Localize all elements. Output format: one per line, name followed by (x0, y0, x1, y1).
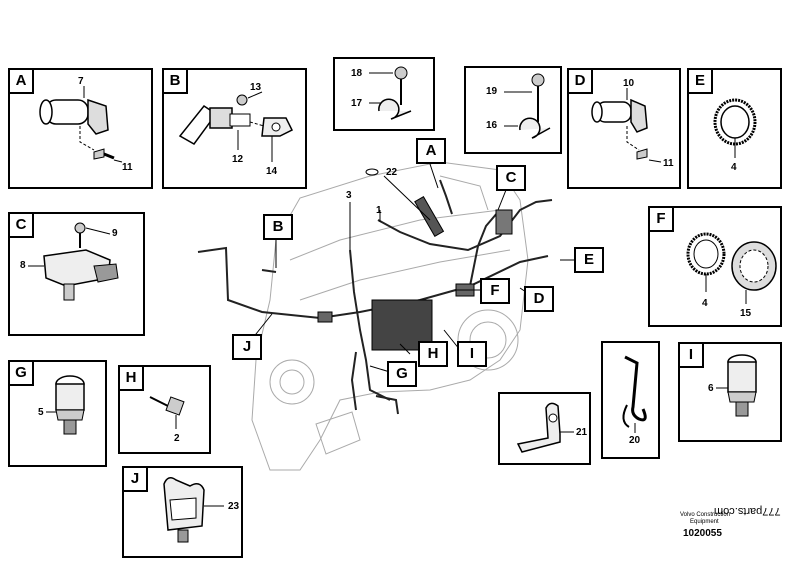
brand-line-1: Volvo Construction (680, 512, 731, 518)
clip-bolt-long-drawing (504, 73, 551, 139)
detail-panel-d: D 10 11 (567, 68, 681, 189)
detail-panel-e: E 4 (687, 68, 782, 189)
speed-sensor-drawing-d (591, 88, 662, 163)
engine-callout-f: F (480, 278, 510, 304)
part-number-11: 11 (122, 162, 133, 173)
part-number-18: 18 (351, 68, 363, 79)
clip-bolt-drawing (369, 66, 412, 120)
engine-callout-c: C (496, 165, 526, 191)
bracket-drawing (516, 402, 574, 453)
drawing-code: 1020055 (683, 528, 722, 539)
part-number-15: 15 (740, 308, 752, 319)
panel-letter-c: C (8, 212, 34, 238)
detail-panel-h: H 2 (118, 365, 211, 454)
panel-letter-d: D (567, 68, 593, 94)
engine-callout-j: J (232, 334, 262, 360)
part-number-16: 16 (486, 120, 498, 131)
speed-sensor-drawing (39, 86, 123, 163)
part-number-2: 2 (174, 433, 180, 444)
cable-tie-panel-20: 20 (601, 341, 660, 459)
part-number-13: 13 (250, 82, 262, 93)
part-number-8: 8 (20, 260, 26, 271)
bracket-panel-21: 21 (498, 392, 591, 465)
detail-panel-i: I 6 (678, 342, 782, 442)
panel-letter-f: F (648, 206, 674, 232)
part-number-23: 23 (228, 501, 240, 512)
detail-panel-f: F 4 15 (648, 206, 782, 327)
engine-callout-g: G (387, 361, 417, 387)
part-number-6: 6 (708, 383, 714, 394)
oil-pressure-sensor-drawing (46, 375, 85, 435)
ring-and-cap-drawing (686, 232, 777, 304)
part-number-12: 12 (232, 154, 244, 165)
part-number-4-e: 4 (731, 162, 737, 173)
panel-letter-b: B (162, 68, 188, 94)
part-number-21: 21 (576, 427, 588, 438)
engine-callout-h: H (418, 341, 448, 367)
detail-panel-g: G 5 (8, 360, 107, 467)
engine-callout-b: B (263, 214, 293, 240)
pressure-switch-drawing (716, 354, 757, 417)
part-number-19: 19 (486, 86, 498, 97)
detail-panel-c: C 9 8 (8, 212, 145, 336)
engine-callout-e: E (574, 247, 604, 273)
part-number-5: 5 (38, 407, 44, 418)
engine-callout-i: I (457, 341, 487, 367)
part-number-22: 22 (386, 167, 398, 178)
sealing-ring-drawing (713, 98, 757, 158)
panel-letter-a: A (8, 68, 34, 94)
brand-line-2: Equipment (690, 519, 719, 525)
panel-letter-e: E (687, 68, 713, 94)
connector-holder-drawing (163, 477, 224, 543)
clip-panel-19-16: 19 16 (464, 66, 562, 154)
part-number-11-d: 11 (663, 158, 674, 169)
part-number-1: 1 (376, 205, 382, 216)
panel-letter-j: J (122, 466, 148, 492)
panel-letter-i: I (678, 342, 704, 368)
pressure-sensor-drawing (28, 222, 119, 301)
part-number-3: 3 (346, 190, 352, 201)
detail-panel-j: J 23 (122, 466, 243, 558)
engine-callout-a: A (416, 138, 446, 164)
part-number-7: 7 (78, 76, 84, 87)
engine-callout-d: D (524, 286, 554, 312)
clip-panel-18-17: 18 17 (333, 57, 435, 131)
cable-tie-drawing (622, 355, 647, 433)
part-number-14: 14 (266, 166, 278, 177)
part-number-17: 17 (351, 98, 363, 109)
part-number-4-f: 4 (702, 298, 708, 309)
screw-drawing (149, 396, 185, 429)
detail-panel-b: B 13 12 14 (162, 68, 307, 189)
panel-letter-g: G (8, 360, 34, 386)
temperature-sensor-drawing (178, 91, 294, 162)
panel-letter-h: H (118, 365, 144, 391)
detail-panel-a: A 7 11 (8, 68, 153, 189)
part-number-10: 10 (623, 78, 635, 89)
part-number-20: 20 (629, 435, 641, 446)
part-number-9: 9 (112, 228, 118, 239)
